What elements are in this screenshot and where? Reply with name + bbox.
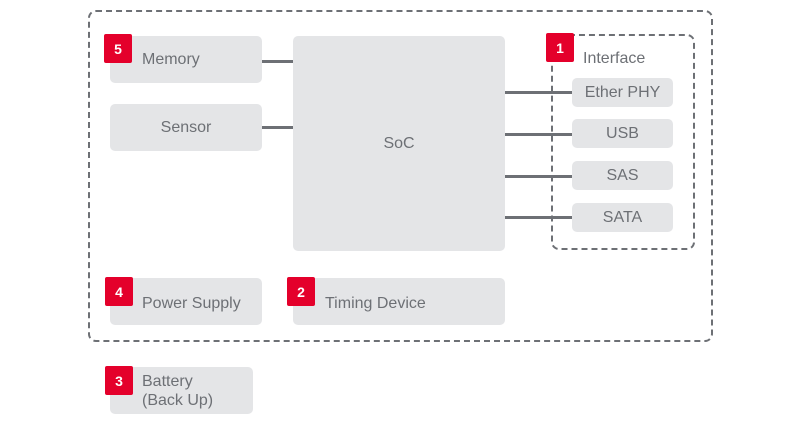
interface-label: Interface (583, 50, 646, 67)
usb-connector (505, 133, 572, 136)
sas-label: SAS (606, 166, 639, 184)
ether-phy-label: Ether PHY (584, 83, 661, 101)
power-supply-block: Power Supply (110, 278, 262, 325)
soc-block: SoC (293, 36, 505, 251)
ether-phy-connector (505, 91, 572, 94)
system-boundary (88, 10, 713, 342)
power-supply-label: Power Supply (142, 294, 241, 312)
battery-badge: 3 (105, 366, 133, 395)
battery-label-line2: (Back Up) (142, 391, 214, 409)
sensor-connector (262, 126, 293, 129)
sensor-block: Sensor (110, 104, 262, 151)
sas-block: SAS (572, 161, 673, 190)
sata-connector (505, 216, 572, 219)
interface-badge: 1 (546, 33, 574, 62)
memory-connector (262, 60, 293, 63)
soc-label: SoC (383, 134, 415, 152)
memory-block: Memory (110, 36, 262, 83)
power-supply-badge: 4 (105, 277, 133, 306)
timing-device-label: Timing Device (325, 294, 426, 312)
sata-label: SATA (602, 208, 643, 226)
ether-phy-block: Ether PHY (572, 78, 673, 107)
sas-connector (505, 175, 572, 178)
timing-device-badge: 2 (287, 277, 315, 306)
sata-block: SATA (572, 203, 673, 232)
interface-group (551, 34, 695, 250)
usb-label: USB (606, 124, 639, 142)
timing-device-block: Timing Device (293, 278, 505, 325)
battery-label-line1: Battery (142, 372, 193, 390)
usb-block: USB (572, 119, 673, 148)
memory-badge: 5 (104, 34, 132, 63)
battery-block: Battery(Back Up) (110, 367, 253, 414)
memory-label: Memory (142, 50, 200, 68)
sensor-label: Sensor (160, 118, 212, 136)
